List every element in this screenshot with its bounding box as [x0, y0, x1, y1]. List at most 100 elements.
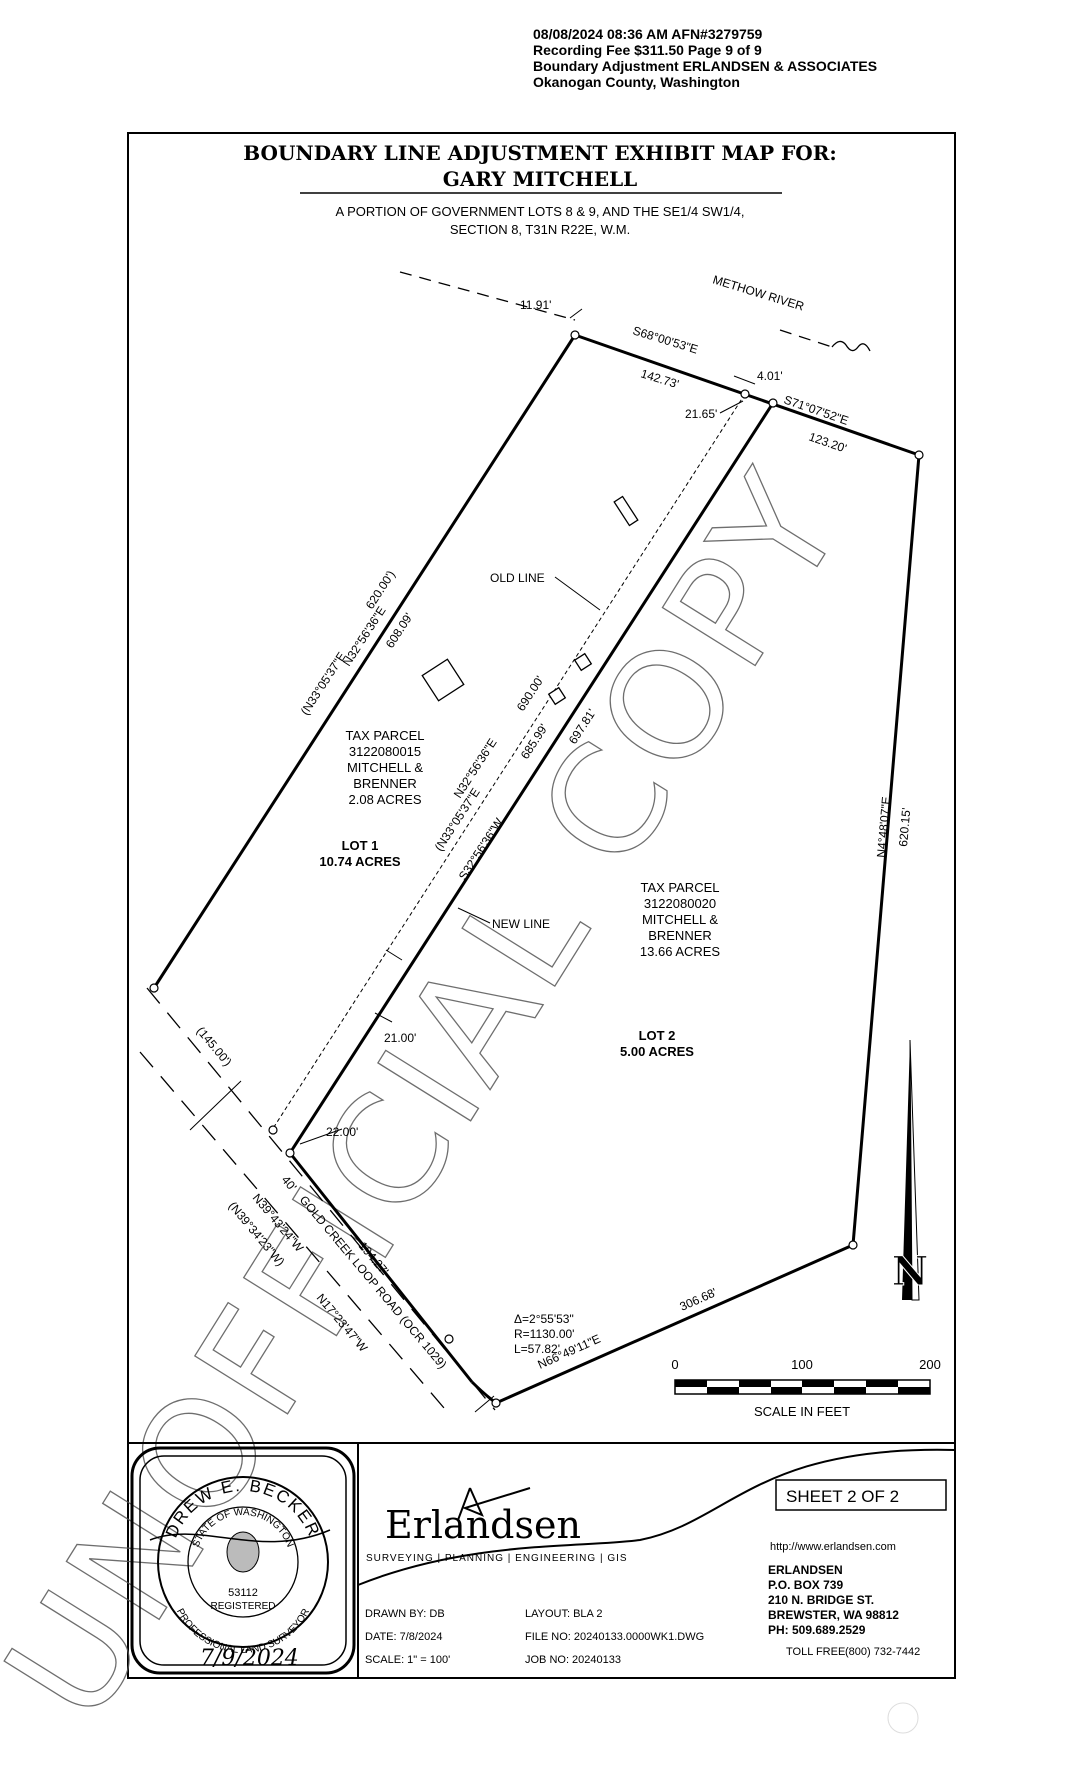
tick [385, 949, 403, 961]
recording-line-4: Okanogan County, Washington [533, 74, 740, 90]
signature-stroke [149, 1529, 331, 1543]
scale-block [771, 1387, 802, 1394]
monument [570, 330, 580, 340]
river-squiggle [831, 340, 871, 352]
road-row-line [139, 1051, 451, 1416]
washington-portrait-icon [226, 1531, 260, 1573]
river-line-west [399, 271, 576, 321]
curve-length: L=57.82' [514, 1342, 560, 1356]
east-line [851, 454, 921, 1246]
leader-401 [733, 375, 756, 385]
recording-line-2: Recording Fee $311.50 Page 9 of 9 [533, 42, 762, 58]
leader-2200 [299, 1128, 343, 1145]
address-line-4: BREWSTER, WA 98812 [768, 1608, 899, 1622]
dist-22-00: 22.00' [326, 1125, 358, 1139]
dist-11-91: 11.91' [520, 298, 551, 312]
dim-145 [189, 1080, 242, 1131]
scale-bar: 0 100 200 SCALE IN FEET [671, 1357, 940, 1419]
map-title-line1: BOUNDARY LINE ADJUSTMENT EXHIBIT MAP FOR… [243, 141, 836, 165]
lot-boundary [152, 333, 921, 1405]
address-line-2: P.O. BOX 739 [768, 1578, 843, 1592]
parcel1-line1: TAX PARCEL [346, 728, 425, 743]
road-curve [470, 1380, 497, 1405]
parcel-labels: TAX PARCEL 3122080015 MITCHELL & BRENNER… [319, 728, 720, 1059]
river-label: METHOW RIVER [711, 272, 806, 313]
methow-river: METHOW RIVER [399, 271, 871, 352]
bearing-s68: S68°00'53"E [631, 323, 700, 356]
north-arrow: N [891, 1039, 929, 1301]
dist-21-65: 21.65' [685, 407, 717, 421]
lot1-line1: LOT 1 [342, 838, 379, 853]
job-number: JOB NO: 20240133 [525, 1654, 621, 1666]
dist-123-20: 123.20' [807, 430, 848, 456]
dist-145-00: (145.00') [194, 1024, 235, 1069]
tick-curve [474, 1395, 495, 1413]
building [421, 658, 465, 702]
new-line-label: NEW LINE [492, 917, 550, 931]
scale-block [739, 1380, 771, 1387]
monuments [149, 330, 924, 1408]
scale-tick-200: 200 [919, 1357, 941, 1372]
parcel2-line1: TAX PARCEL [641, 880, 720, 895]
file-number: FILE NO: 20240133.0000WK1.DWG [525, 1631, 704, 1643]
drawn-by: DRAWN BY: DB [365, 1608, 445, 1620]
signature-date: 7/9/2024 [200, 1646, 299, 1671]
scale-caption: SCALE IN FEET [754, 1404, 850, 1419]
lot1-line2: 10.74 ACRES [319, 854, 400, 869]
erlandsen-logo-icon [457, 1487, 531, 1521]
lot2-line1: LOT 2 [639, 1028, 676, 1043]
dist-21-00: 21.00' [384, 1031, 416, 1045]
company-services: SURVEYING | PLANNING | ENGINEERING | GIS [366, 1553, 628, 1564]
website: http://www.erlandsen.com [770, 1541, 896, 1553]
layout: LAYOUT: BLA 2 [525, 1608, 602, 1620]
scale-tick-0: 0 [671, 1357, 678, 1372]
sheet-box [775, 1479, 947, 1511]
seal-frame-inner [139, 1455, 347, 1666]
scale-block [802, 1380, 834, 1387]
title-block-swoosh [357, 1448, 956, 1586]
monument [285, 1148, 295, 1158]
parcel1-line3: MITCHELL & [347, 760, 423, 775]
building [547, 686, 567, 706]
map-frame [127, 132, 956, 1679]
building [613, 495, 639, 527]
scale-block [866, 1380, 898, 1387]
seal-number: 53112 [228, 1587, 258, 1599]
scale-block [675, 1380, 707, 1387]
map-subtitle-line2: SECTION 8, T31N R22E, W.M. [450, 222, 630, 237]
west-record-distance: 620.00') [363, 568, 398, 612]
scale-block [898, 1387, 930, 1394]
structures [421, 495, 639, 706]
west-line [152, 334, 577, 989]
monument [914, 450, 924, 460]
building [573, 652, 593, 672]
new-line-leader [457, 907, 491, 924]
recording-line-3: Boundary Adjustment ERLANDSEN & ASSOCIAT… [533, 58, 878, 74]
scale-block [707, 1387, 739, 1394]
leader-2165 [719, 400, 744, 414]
seal-frame [130, 1446, 356, 1675]
east-distance: 620.15' [896, 807, 913, 847]
parcel2-line5: 13.66 ACRES [640, 944, 721, 959]
north-arrow-half [909, 1039, 920, 1301]
seal-outer-ring [157, 1476, 329, 1648]
scale-block [834, 1387, 866, 1394]
title-block: Erlandsen SURVEYING | PLANNING | ENGINEE… [128, 1442, 956, 1678]
old-line [271, 393, 746, 1131]
drawing-scale: SCALE: 1" = 100' [365, 1654, 450, 1666]
south-distance: 306.68' [678, 1285, 719, 1314]
old-line-label: OLD LINE [490, 571, 545, 585]
seal-inner-ring [187, 1506, 299, 1618]
south-line [495, 1243, 854, 1405]
new-line [288, 402, 775, 1154]
curve-radius: R=1130.00' [514, 1327, 574, 1341]
lot2-line2: 5.00 ACRES [620, 1044, 694, 1059]
monument [848, 1240, 858, 1250]
north-letter: N [892, 1248, 929, 1295]
parcel1-line5: 2.08 ACRES [349, 792, 422, 807]
monument [740, 389, 750, 399]
address-line-3: 210 N. BRIDGE ST. [768, 1593, 874, 1607]
parcel2-line4: BRENNER [648, 928, 712, 943]
seal-registered: REGISTERED [210, 1601, 275, 1612]
